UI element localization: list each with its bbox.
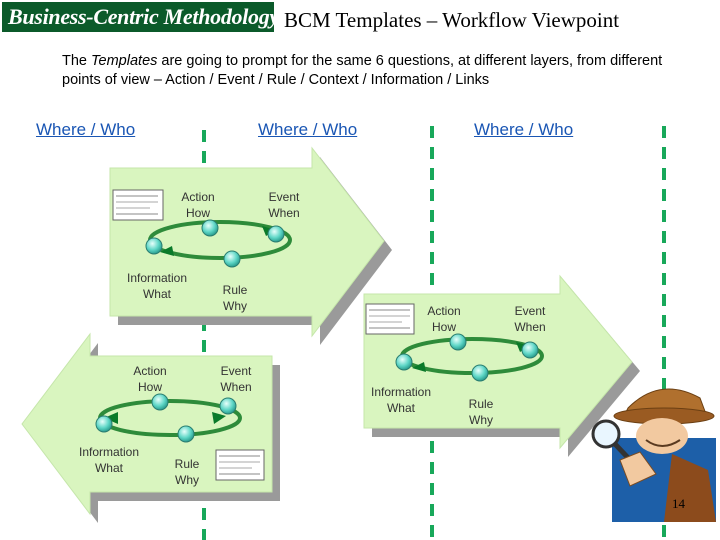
rule-node (223, 250, 241, 268)
cycle-ring-3 (95, 393, 242, 443)
workflow-arrow-1 (109, 146, 392, 345)
logo: Business-Centric Methodology (2, 2, 274, 32)
cycle-ring-1 (145, 219, 292, 268)
page-number: 14 (672, 496, 685, 511)
column-label-where-who-3[interactable]: Where / Who (474, 120, 574, 139)
action-node (449, 333, 467, 351)
rule-node (177, 425, 195, 443)
event-node (267, 225, 285, 243)
template-form-icon (215, 449, 265, 481)
template-form-icon (365, 303, 415, 335)
page-title: BCM Templates – Workflow Viewpoint (284, 8, 620, 32)
rule-node (471, 364, 489, 382)
intro-part1: The (62, 53, 92, 69)
action-node (151, 393, 169, 411)
event-node (521, 341, 539, 359)
intro-emphasis: Templates (91, 53, 158, 69)
information-node (145, 237, 163, 255)
column-label-where-who-2[interactable]: Where / Who (258, 120, 358, 139)
information-node (395, 353, 413, 371)
template-form-icon (112, 189, 164, 221)
detective-magnifier-icon (591, 388, 716, 522)
intro-part2: are going to prompt for the same 6 quest… (62, 53, 663, 88)
intro-text: The Templates are going to prompt for th… (62, 52, 702, 90)
cycle-ring-2 (395, 333, 544, 382)
event-node (219, 397, 237, 415)
action-node (201, 219, 219, 237)
column-label-where-who-1[interactable]: Where / Who (36, 120, 136, 139)
information-node (95, 415, 113, 433)
